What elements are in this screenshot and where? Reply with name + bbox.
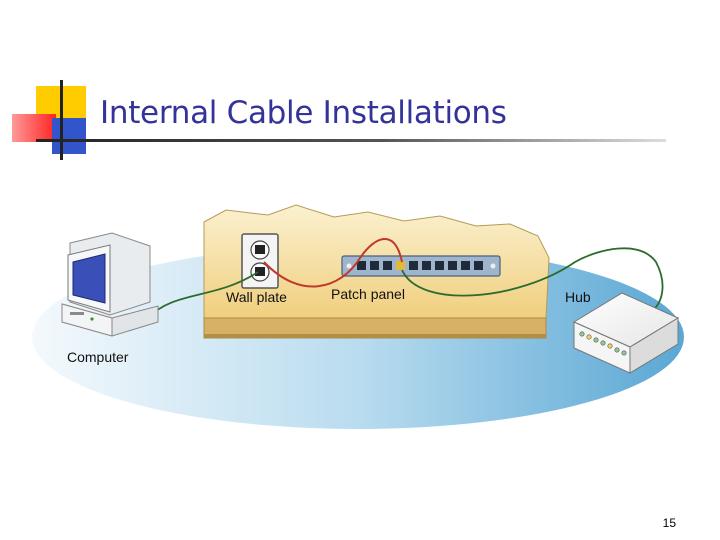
deco-blue-square [52, 118, 86, 154]
hub-label: Hub [565, 289, 591, 305]
cable-wallplate-to-patch [263, 238, 403, 288]
computer [61, 232, 159, 337]
title-underline [36, 139, 666, 142]
computer-label: Computer [67, 349, 129, 365]
wall-plate [241, 233, 279, 289]
patch-panel [341, 255, 501, 277]
wall-plate-label: Wall plate [226, 289, 287, 305]
cable-patch-to-hub [401, 247, 664, 313]
patch-panel-label: Patch panel [331, 286, 405, 302]
page-number: 15 [662, 516, 676, 530]
slide-title: Internal Cable Installations [100, 95, 507, 131]
hub [572, 292, 680, 374]
deco-vertical-line [60, 80, 63, 160]
deco-red-square [12, 114, 56, 142]
